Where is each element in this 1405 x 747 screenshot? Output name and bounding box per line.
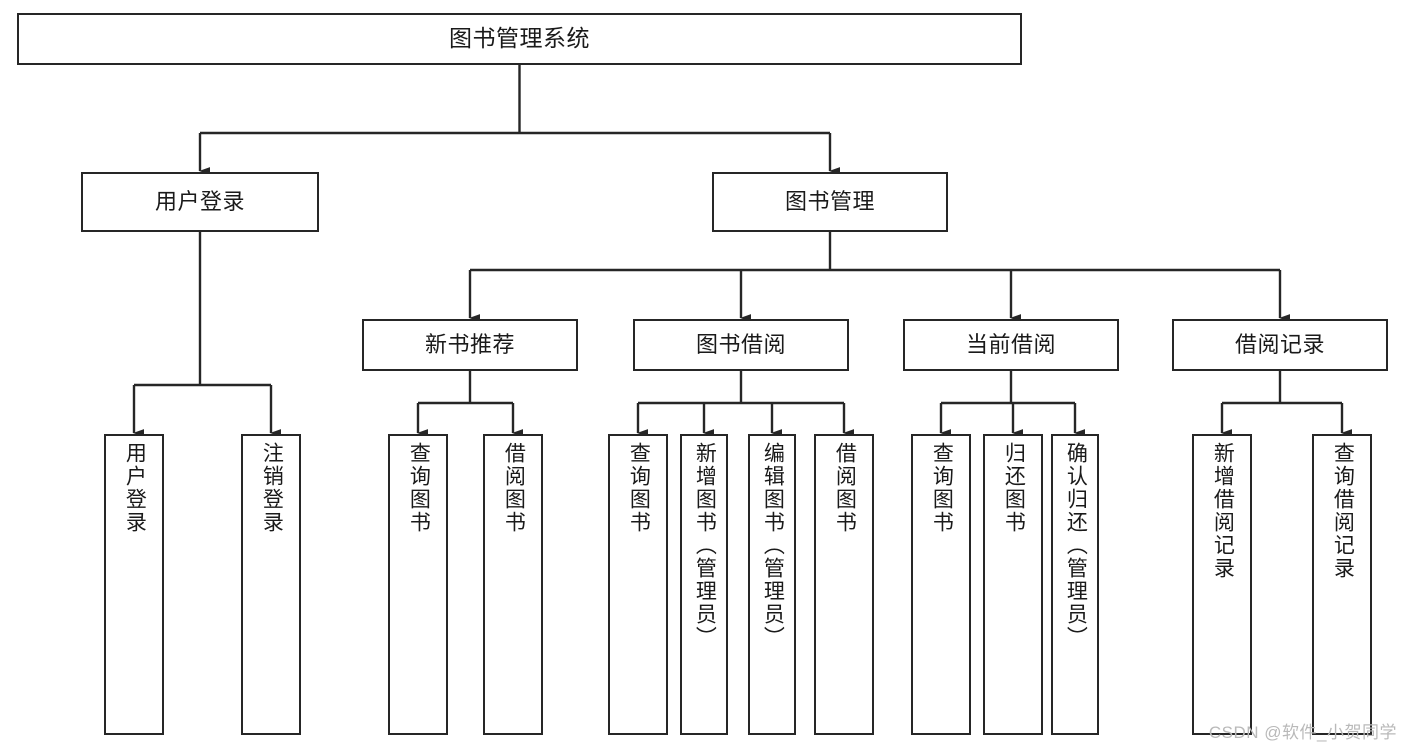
- node-label-leaf-borrow-book-1: 借阅图书: [502, 442, 526, 534]
- node-leaf-query-book-3[interactable]: 查询图书: [911, 434, 971, 735]
- node-leaf-add-book[interactable]: 新增图书（管理员）: [680, 434, 728, 735]
- node-book-borrow[interactable]: 图书借阅: [633, 319, 849, 371]
- node-label-book-borrow: 图书借阅: [695, 332, 786, 358]
- watermark: CSDN @软件_小贺同学: [1208, 723, 1397, 742]
- node-leaf-confirm-return[interactable]: 确认归还（管理员）: [1051, 434, 1099, 735]
- node-label-leaf-user-login: 用户登录: [123, 442, 147, 534]
- node-label-leaf-borrow-book-2: 借阅图书: [833, 442, 857, 534]
- node-label-leaf-confirm-return: 确认归还（管理员）: [1064, 442, 1088, 649]
- node-book-manage[interactable]: 图书管理: [712, 172, 948, 232]
- node-leaf-borrow-book-1[interactable]: 借阅图书: [483, 434, 543, 735]
- node-label-user-login: 用户登录: [154, 189, 245, 215]
- node-current-borrow[interactable]: 当前借阅: [903, 319, 1119, 371]
- node-leaf-query-record[interactable]: 查询借阅记录: [1312, 434, 1372, 735]
- node-label-current-borrow: 当前借阅: [965, 332, 1056, 358]
- node-label-leaf-add-record: 新增借阅记录: [1211, 442, 1235, 580]
- node-label-book-manage: 图书管理: [784, 189, 875, 215]
- node-label-leaf-logout: 注销登录: [260, 442, 284, 534]
- node-leaf-add-record[interactable]: 新增借阅记录: [1192, 434, 1252, 735]
- node-user-login[interactable]: 用户登录: [81, 172, 319, 232]
- node-borrow-record[interactable]: 借阅记录: [1172, 319, 1388, 371]
- node-leaf-query-book-1[interactable]: 查询图书: [388, 434, 448, 735]
- node-label-leaf-return-book: 归还图书: [1002, 442, 1026, 534]
- node-label-leaf-query-book-2: 查询图书: [627, 442, 651, 534]
- edge-layer: [132, 65, 1352, 437]
- node-new-book-rec[interactable]: 新书推荐: [362, 319, 578, 371]
- node-leaf-user-login[interactable]: 用户登录: [104, 434, 164, 735]
- node-leaf-borrow-book-2[interactable]: 借阅图书: [814, 434, 874, 735]
- node-root[interactable]: 图书管理系统: [17, 13, 1022, 65]
- node-leaf-edit-book[interactable]: 编辑图书（管理员）: [748, 434, 796, 735]
- node-label-leaf-add-book: 新增图书（管理员）: [693, 442, 717, 649]
- node-label-leaf-edit-book: 编辑图书（管理员）: [761, 442, 785, 649]
- node-label-new-book-rec: 新书推荐: [424, 332, 515, 358]
- node-leaf-logout[interactable]: 注销登录: [241, 434, 301, 735]
- node-label-root: 图书管理系统: [449, 25, 590, 52]
- node-label-leaf-query-book-3: 查询图书: [930, 442, 954, 534]
- node-leaf-query-book-2[interactable]: 查询图书: [608, 434, 668, 735]
- node-label-leaf-query-book-1: 查询图书: [407, 442, 431, 534]
- node-leaf-return-book[interactable]: 归还图书: [983, 434, 1043, 735]
- node-label-leaf-query-record: 查询借阅记录: [1331, 442, 1355, 580]
- node-label-borrow-record: 借阅记录: [1234, 332, 1325, 358]
